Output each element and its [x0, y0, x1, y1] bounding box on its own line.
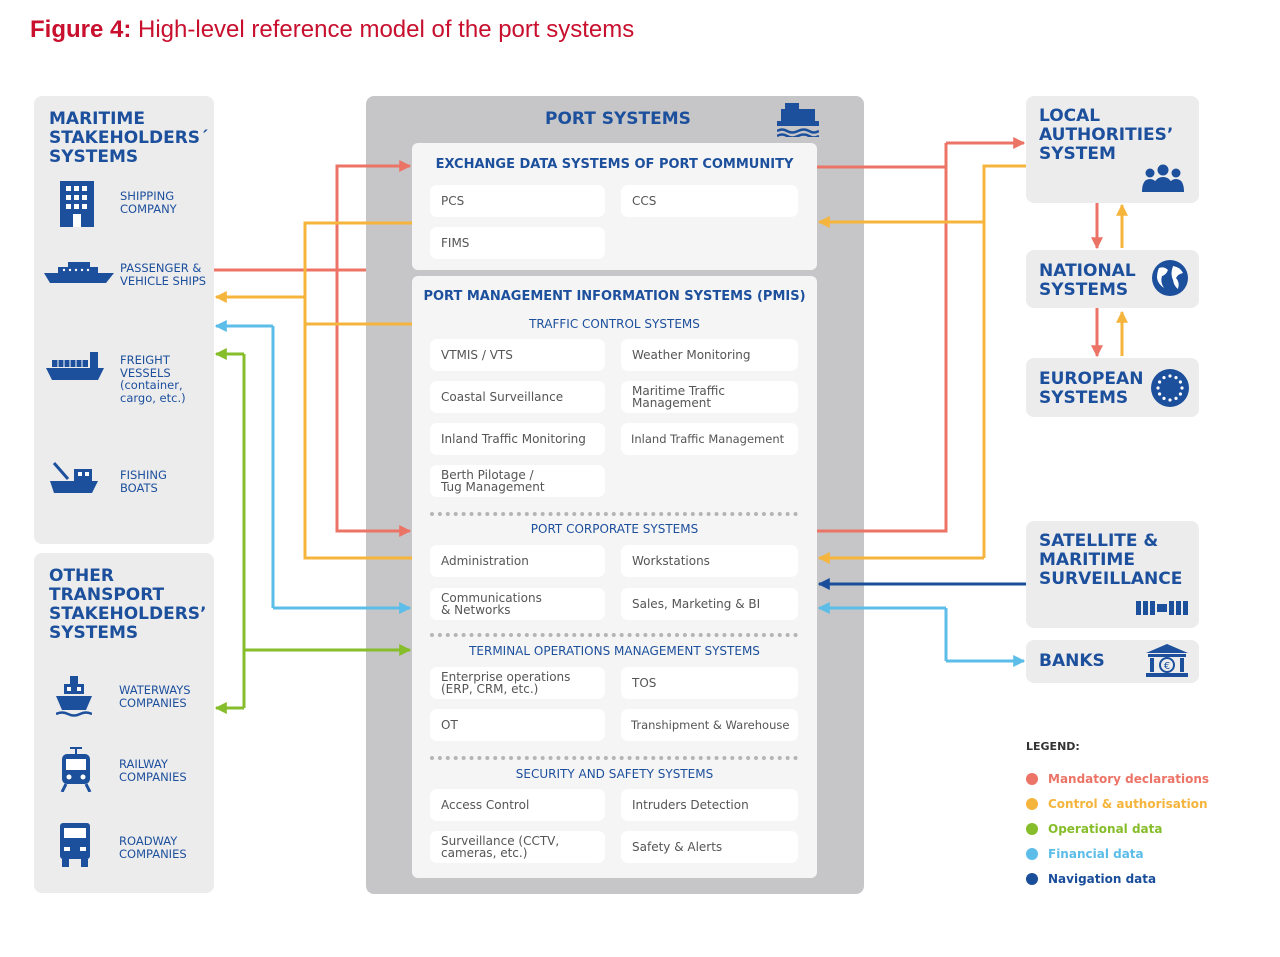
passenger-ship-icon [44, 262, 114, 283]
local-authorities-title: LOCAL AUTHORITIES’ SYSTEM [1039, 106, 1174, 164]
system-transhipment-warehouse: Transhipment & Warehouse [621, 709, 798, 741]
legend-title: LEGEND: [1026, 740, 1080, 753]
eu-stars-icon [1151, 369, 1189, 407]
stakeholder-waterways: WATERWAYS COMPANIES [119, 683, 191, 710]
stakeholder-railway: RAILWAY COMPANIES [119, 757, 187, 784]
other-transport-title: OTHER TRANSPORT STAKEHOLDERS’ SYSTEMS [49, 566, 207, 643]
divider-corporate-terminal [430, 633, 798, 637]
legend-label-financial: Financial data [1048, 847, 1144, 861]
system-access-control: Access Control [430, 789, 605, 821]
legend-dot-control [1026, 798, 1038, 810]
waterway-ship-icon [56, 676, 92, 717]
system-ot: OT [430, 709, 605, 741]
figure-label: Figure 4: [30, 16, 132, 43]
line-mandatory-left-corporate [335, 270, 412, 537]
system-communications-networks: Communications & Networks [430, 588, 605, 620]
system-weather-monitoring: Weather Monitoring [621, 339, 798, 371]
line-control-exchange-left [303, 221, 412, 560]
port-systems-title: PORT SYSTEMS [545, 109, 691, 129]
globe-icon [1152, 260, 1188, 296]
train-icon [60, 747, 92, 792]
legend-label-control: Control & authorisation [1048, 797, 1208, 811]
security-safety-title: SECURITY AND SAFETY SYSTEMS [515, 767, 714, 781]
legend-dot-mandatory [1026, 773, 1038, 785]
line-control-local [982, 164, 1026, 558]
system-safety-alerts: Safety & Alerts [621, 831, 798, 863]
national-systems-title: NATIONAL SYSTEMS [1039, 261, 1136, 300]
system-pcs: PCS [430, 185, 605, 217]
system-maritime-traffic-management: Maritime Traffic Management [621, 381, 798, 413]
system-fims: FIMS [430, 227, 605, 259]
maritime-stakeholders-panel [34, 96, 214, 544]
system-inland-traffic-management: Inland Traffic Management [621, 423, 798, 455]
system-surveillance: Surveillance (CCTV, cameras, etc.) [430, 831, 605, 863]
divider-terminal-security [430, 756, 798, 760]
figure-title-text: High-level reference model of the port s… [138, 16, 635, 43]
pmis-title: PORT MANAGEMENT INFORMATION SYSTEMS (PMI… [423, 289, 806, 304]
svg-text:€: € [1164, 661, 1170, 672]
system-administration: Administration [430, 545, 605, 577]
truck-icon [60, 823, 90, 867]
system-inland-traffic-monitoring: Inland Traffic Monitoring [430, 423, 605, 455]
system-intruders-detection: Intruders Detection [621, 789, 798, 821]
satellite-title: SATELLITE & MARITIME SURVEILLANCE [1039, 531, 1183, 589]
legend-dot-financial [1026, 848, 1038, 860]
people-icon [1142, 164, 1184, 192]
system-berth-pilotage: Berth Pilotage / Tug Management [430, 465, 605, 497]
european-systems-title: EUROPEAN SYSTEMS [1039, 369, 1144, 408]
legend-dot-navigation [1026, 873, 1038, 885]
system-tos: TOS [621, 667, 798, 699]
building-icon [60, 181, 94, 227]
system-vtmis: VTMIS / VTS [430, 339, 605, 371]
exchange-data-title: EXCHANGE DATA SYSTEMS OF PORT COMMUNITY [435, 157, 794, 172]
line-mandatory-left-exchange [335, 160, 412, 270]
system-sales-marketing: Sales, Marketing & BI [621, 588, 798, 620]
legend-item-control: Control & authorisation [1026, 797, 1208, 811]
legend-item-mandatory: Mandatory declarations [1026, 772, 1209, 786]
legend-label-operational: Operational data [1048, 822, 1163, 836]
legend-label-navigation: Navigation data [1048, 872, 1157, 886]
pmis-section [412, 276, 817, 878]
legend-dot-operational [1026, 823, 1038, 835]
figure-title: Figure 4: High-level reference model of … [30, 16, 634, 44]
divider-traffic-corporate [430, 512, 798, 516]
stakeholder-fishing-boats: FISHING BOATS [120, 468, 167, 495]
line-mandatory-right-corporate [817, 143, 948, 533]
system-workstations: Workstations [621, 545, 798, 577]
stakeholder-shipping-company: SHIPPING COMPANY [120, 189, 177, 216]
legend-item-navigation: Navigation data [1026, 872, 1156, 886]
traffic-control-title: TRAFFIC CONTROL SYSTEMS [529, 317, 700, 331]
legend-label-mandatory: Mandatory declarations [1048, 772, 1210, 786]
system-ccs: CCS [621, 185, 798, 217]
stakeholder-freight-vessels: FREIGHT VESSELS (container, cargo, etc.) [120, 353, 186, 405]
system-enterprise-operations: Enterprise operations (ERP, CRM, etc.) [430, 667, 605, 699]
system-coastal-surveillance: Coastal Surveillance [430, 381, 605, 413]
bank-icon: € [1146, 644, 1188, 677]
maritime-stakeholders-title: MARITIME STAKEHOLDERS´ SYSTEMS [49, 109, 209, 167]
stakeholder-roadway: ROADWAY COMPANIES [119, 834, 187, 861]
corporate-systems-title: PORT CORPORATE SYSTEMS [530, 522, 699, 536]
fishing-boat-icon [50, 462, 98, 493]
legend-item-financial: Financial data [1026, 847, 1144, 861]
legend-item-operational: Operational data [1026, 822, 1163, 836]
stakeholder-passenger-ships: PASSENGER & VEHICLE SHIPS [120, 261, 207, 288]
terminal-operations-title: TERMINAL OPERATIONS MANAGEMENT SYSTEMS [469, 644, 760, 658]
banks-title: BANKS [1039, 651, 1105, 671]
container-ship-icon [46, 352, 104, 380]
satellite-icon [1136, 601, 1188, 615]
port-icon [777, 103, 819, 137]
